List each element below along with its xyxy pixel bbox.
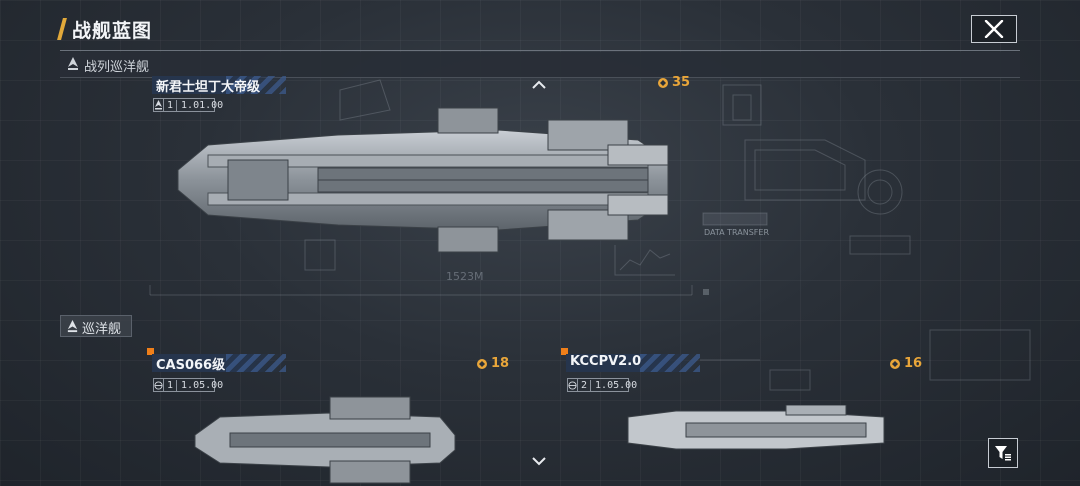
power-icon (658, 77, 668, 88)
chevron-up-icon[interactable] (531, 80, 547, 90)
featured-ship-plate[interactable]: 新君士坦丁大帝级 (152, 76, 286, 95)
plate-stripes (226, 354, 286, 372)
ship-level-num: 2 (578, 379, 592, 391)
filter-button[interactable] (988, 438, 1018, 468)
ship-power: 18 (476, 356, 509, 371)
header-divider (60, 50, 1020, 51)
close-icon (984, 20, 1004, 38)
ship-power: 16 (889, 356, 922, 371)
new-marker (561, 348, 568, 355)
ship-version: 1.05.00 (181, 379, 224, 391)
ship-power-value: 16 (904, 356, 923, 371)
subcategory-tab[interactable]: 巡洋舰 (60, 315, 132, 337)
globe-icon (568, 379, 578, 391)
ship-image[interactable] (190, 395, 460, 485)
plate-stripes (226, 76, 286, 94)
ship-name: CAS066级 (156, 358, 226, 373)
ship-level: 2 1.05.00 (567, 378, 637, 392)
ship-class-icon (154, 99, 164, 111)
ship-level-num: 1 (164, 379, 178, 391)
featured-ship-level-num: 1 (164, 99, 178, 111)
featured-ship-level: 1 1.01.00 (153, 98, 223, 112)
power-icon (890, 358, 900, 369)
featured-ship-image[interactable] (168, 100, 688, 260)
ship-class-icon (68, 57, 78, 70)
ship-image[interactable] (626, 405, 886, 455)
category-bar[interactable]: 战列巡洋舰 (60, 52, 1020, 78)
data-transfer-label: DATA TRANSFER (704, 228, 770, 237)
close-button[interactable] (971, 15, 1017, 43)
page-title: 战舰蓝图 (72, 20, 153, 42)
length-label: 1523M (446, 270, 484, 283)
ship-plate[interactable]: CAS066级 (152, 354, 286, 373)
globe-icon (154, 379, 164, 391)
ship-class-icon (67, 320, 78, 333)
subcategory-label: 巡洋舰 (82, 322, 122, 337)
power-icon (477, 358, 487, 369)
featured-ship-name: 新君士坦丁大帝级 (156, 80, 261, 95)
featured-ship-version: 1.01.00 (181, 99, 224, 111)
chevron-down-icon[interactable] (531, 456, 547, 466)
featured-ship-power-value: 35 (672, 75, 691, 90)
plate-stripes (640, 354, 700, 372)
ship-version: 1.05.00 (595, 379, 638, 391)
header: 战舰蓝图 (57, 14, 1020, 50)
ship-plate[interactable]: KCCPV2.0 (566, 354, 700, 372)
category-label: 战列巡洋舰 (84, 60, 150, 75)
filter-icon (995, 446, 1011, 461)
featured-ship-power: 35 (657, 75, 690, 90)
new-marker (147, 348, 154, 355)
ship-power-value: 18 (491, 356, 510, 371)
ship-name: KCCPV2.0 (570, 354, 642, 369)
ship-level: 1 1.05.00 (153, 378, 223, 392)
